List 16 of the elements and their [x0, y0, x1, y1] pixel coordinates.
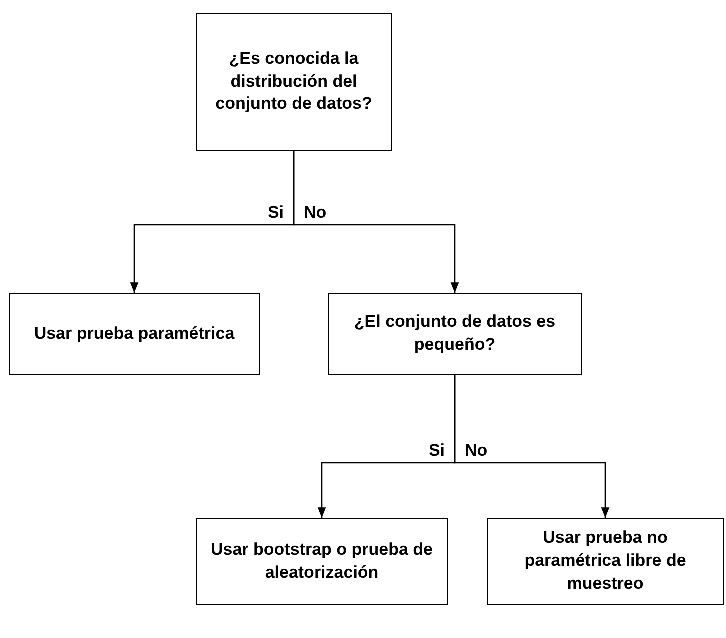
process-box: [196, 13, 392, 151]
box-text: Usar prueba no paramétrica libre de muestreo: [524, 527, 688, 595]
process-box: [328, 293, 582, 375]
edge-label: Si: [268, 204, 284, 221]
box-text: Usar bootstrap o prueba de aleatorización: [210, 538, 434, 584]
process-box: [196, 518, 448, 605]
edge-label: No: [304, 204, 327, 221]
connector-arrow: [293, 151, 460, 293]
edge-label: No: [465, 442, 488, 459]
box-text: ¿El conjunto de datos es pequeño?: [353, 311, 557, 356]
connector-arrow: [454, 375, 610, 518]
box-text: ¿Es conocida la distribución del conjunto de datos?: [214, 48, 374, 116]
process-box: [9, 293, 260, 375]
box-text: Usar prueba paramétrica: [34, 322, 235, 345]
process-box: [487, 518, 724, 605]
edge-label: Si: [428, 442, 445, 459]
